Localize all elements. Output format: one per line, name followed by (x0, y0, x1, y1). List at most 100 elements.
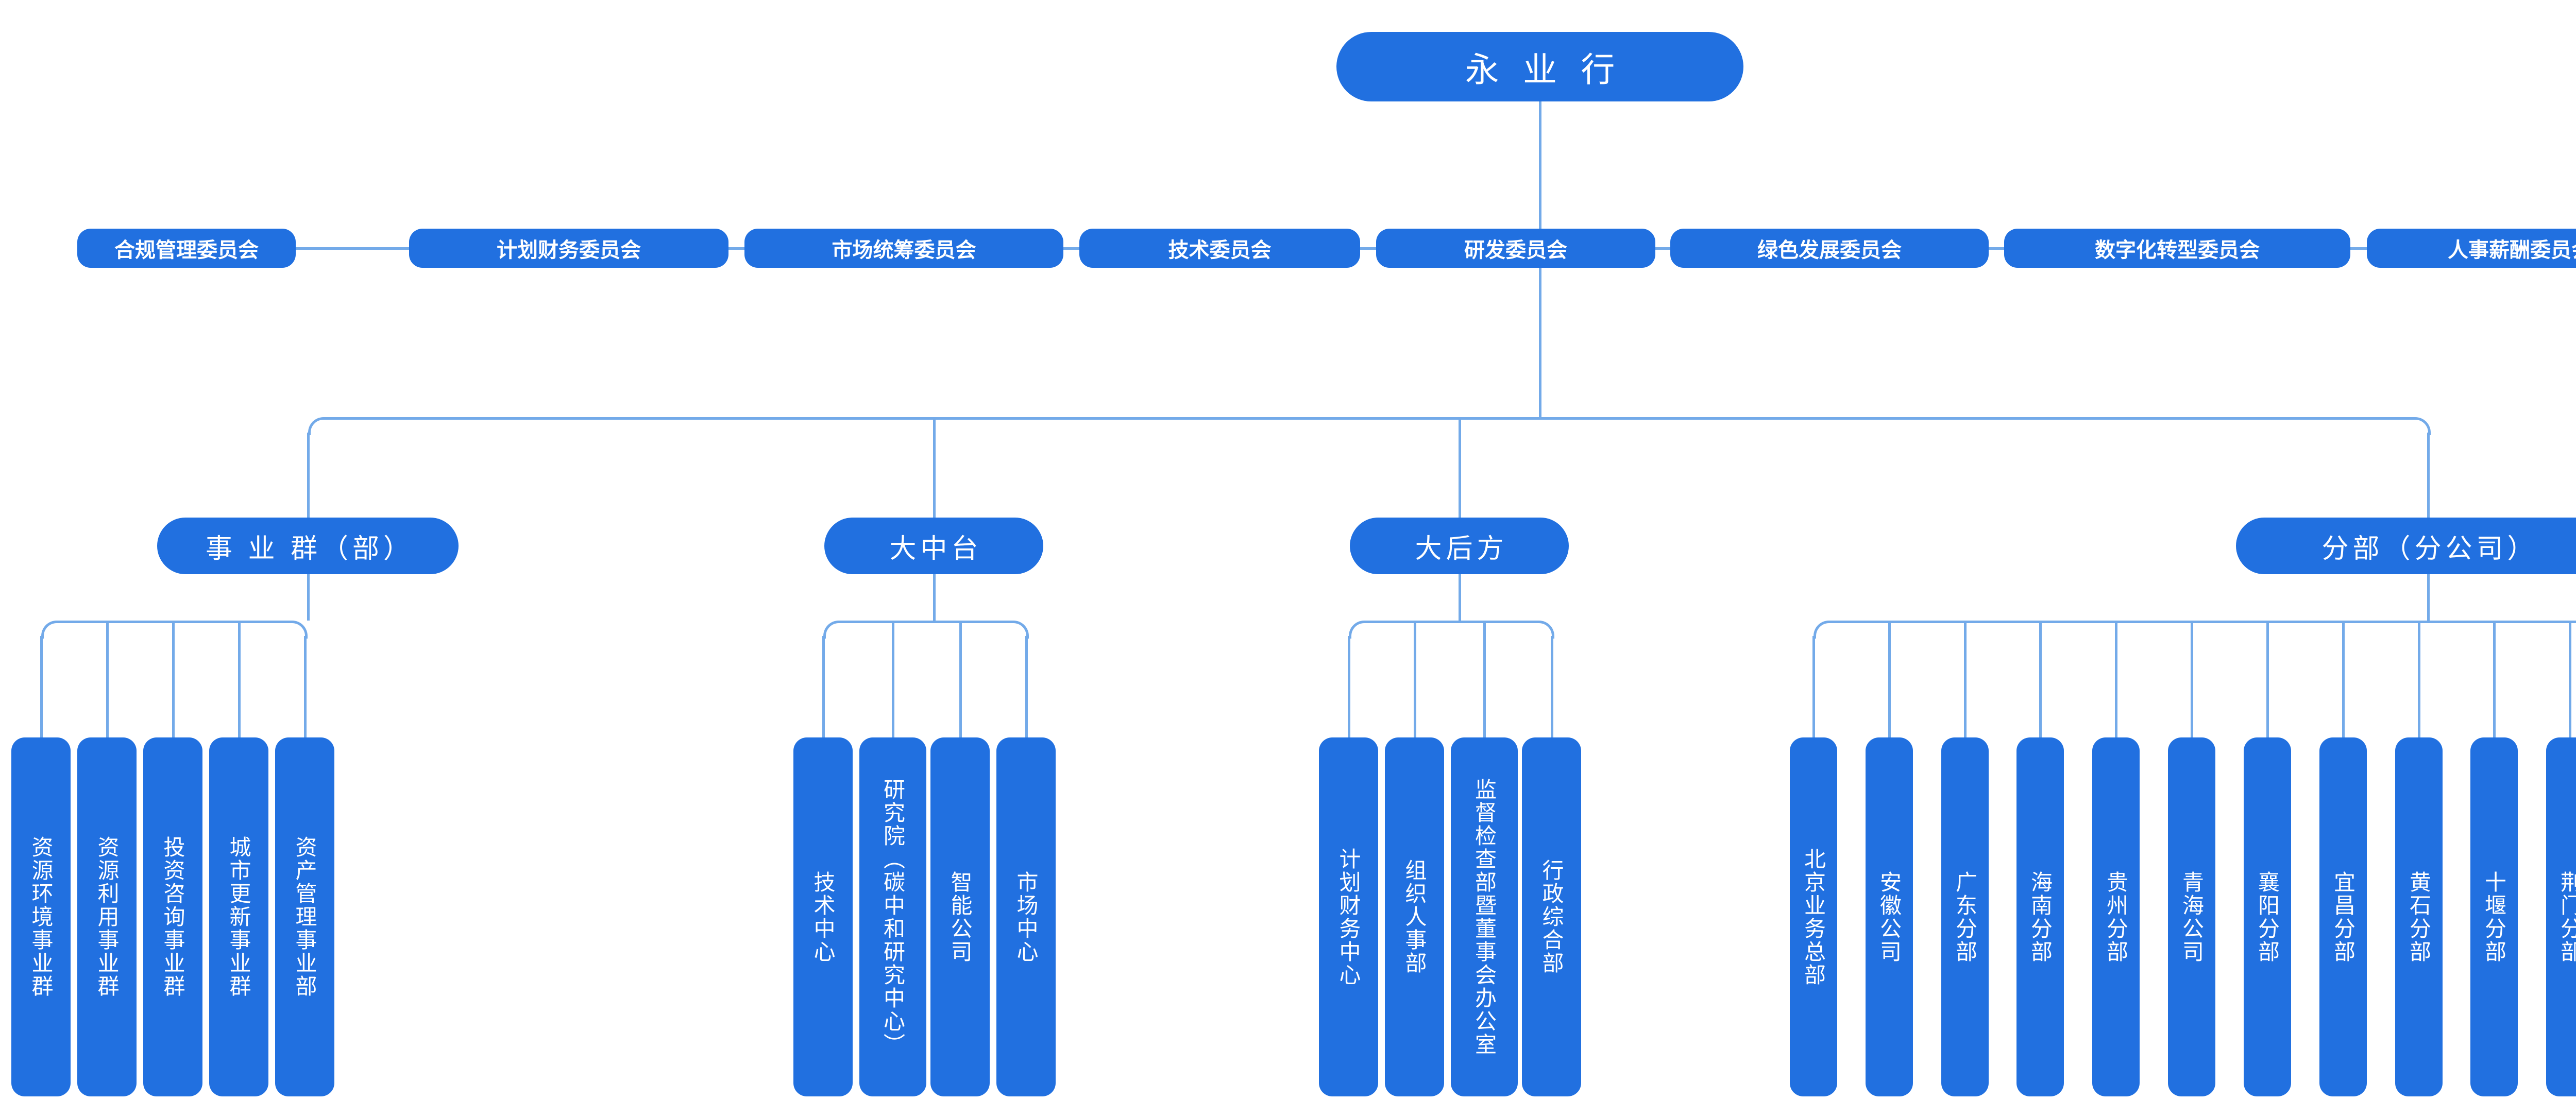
leaf-node-g4-2[interactable]: 安徽公司 (1866, 737, 1913, 1096)
leaf-node-g4-1-label: 北京业务总部 (1801, 847, 1826, 987)
group-node-1-label: 事 业 群（部） (206, 534, 414, 564)
connector-elbow (1010, 621, 1029, 639)
group-node-4[interactable]: 分部（分公司） (2236, 518, 2576, 574)
connector-level2-bus (323, 417, 2413, 420)
committee-8-label: 人事薪酬委员会 (2448, 239, 2576, 262)
leaf-node-g4-5-label: 贵州分部 (2104, 870, 2128, 964)
group-node-4-label: 分部（分公司） (2321, 534, 2538, 564)
connector-leaf-drop (2493, 621, 2496, 737)
connector-leaf-drop (822, 636, 825, 737)
connector-committee-link (1655, 247, 1670, 250)
connector-committee-link (296, 247, 409, 250)
group-node-1[interactable]: 事 业 群（部） (157, 518, 459, 574)
leaf-node-g3-4[interactable]: 行政综合部 (1522, 737, 1581, 1096)
leaf-node-g1-4-label: 城市更新事业群 (227, 836, 251, 998)
connector-leafbus-stem (307, 574, 310, 621)
connector-committee-link (2350, 247, 2367, 250)
leaf-node-g4-3[interactable]: 广东分部 (1941, 737, 1989, 1096)
leaf-node-g1-3-label: 投资咨询事业群 (161, 836, 185, 998)
leaf-node-g4-4-label: 海南分部 (2028, 870, 2053, 964)
connector-elbow (823, 621, 841, 639)
leaf-node-g1-5-label: 资产管理事业部 (293, 836, 317, 998)
connector-leaf-drop (892, 621, 894, 737)
connector-leaf-drop (40, 636, 43, 737)
leaf-node-g4-1[interactable]: 北京业务总部 (1790, 737, 1837, 1096)
leaf-node-g4-2-label: 安徽公司 (1877, 870, 1902, 964)
leaf-node-g4-8[interactable]: 宜昌分部 (2319, 737, 2367, 1096)
committee-1-label: 合规管理委员会 (114, 239, 259, 262)
connector-leaf-drop (2569, 621, 2571, 737)
connector-elbow (2412, 417, 2431, 435)
connector-leaf-drop (959, 621, 962, 737)
leaf-node-g2-2[interactable]: 研究院（碳中和研究中心） (859, 737, 926, 1096)
leaf-node-g4-6-label: 青海公司 (2179, 870, 2204, 964)
committee-5[interactable]: 研发委员会 (1376, 229, 1655, 268)
connector-leafbus-stem (933, 574, 936, 621)
connector-leaf-drop (2342, 621, 2345, 737)
leaf-node-g4-9[interactable]: 黄石分部 (2395, 737, 2443, 1096)
leaf-node-g1-4[interactable]: 城市更新事业群 (209, 737, 268, 1096)
connector-elbow (1536, 621, 1554, 639)
committee-3-label: 市场统筹委员会 (832, 239, 976, 262)
leaf-node-g1-1-label: 资源环境事业群 (29, 836, 54, 998)
leaf-node-g4-11[interactable]: 荆门分部 (2546, 737, 2576, 1096)
leaf-node-g4-10[interactable]: 十堰分部 (2470, 737, 2518, 1096)
connector-elbow (1814, 621, 1832, 639)
leaf-node-g2-1-label: 技术中心 (811, 870, 836, 964)
committee-4-label: 技术委员会 (1168, 239, 1272, 262)
leaf-node-g4-7-label: 襄阳分部 (2255, 870, 2280, 964)
root-node[interactable]: 永 业 行 (1336, 32, 1743, 101)
leaf-node-g1-1[interactable]: 资源环境事业群 (11, 737, 71, 1096)
connector-leaf-drop (1025, 636, 1028, 737)
committee-3[interactable]: 市场统筹委员会 (744, 229, 1063, 268)
connector-committee-link (728, 247, 744, 250)
committee-4[interactable]: 技术委员会 (1079, 229, 1360, 268)
leaf-node-g3-3[interactable]: 监督检查部暨董事会办公室 (1451, 737, 1518, 1096)
leaf-node-g1-3[interactable]: 投资咨询事业群 (143, 737, 202, 1096)
leaf-node-g2-1[interactable]: 技术中心 (793, 737, 853, 1096)
connector-leaf-drop (238, 621, 241, 737)
leaf-node-g4-7[interactable]: 襄阳分部 (2244, 737, 2291, 1096)
leaf-node-g2-3-label: 智能公司 (948, 870, 973, 964)
leaf-node-g1-5[interactable]: 资产管理事业部 (275, 737, 334, 1096)
committee-2[interactable]: 计划财务委员会 (409, 229, 728, 268)
connector-leaf-drop (1888, 621, 1891, 737)
group-node-2[interactable]: 大中台 (824, 518, 1043, 574)
committee-7-label: 数字化转型委员会 (2095, 239, 2260, 262)
leaf-node-g2-4[interactable]: 市场中心 (996, 737, 1056, 1096)
group-node-3[interactable]: 大后方 (1350, 518, 1569, 574)
leaf-node-g3-2[interactable]: 组织人事部 (1385, 737, 1444, 1096)
connector-committee-link (1360, 247, 1376, 250)
leaf-node-g3-1-label: 计划财务中心 (1336, 847, 1361, 987)
leaf-node-g2-2-label: 研究院（碳中和研究中心） (880, 778, 905, 1056)
connector-leaf-drop (1964, 621, 1967, 737)
committee-7[interactable]: 数字化转型委员会 (2004, 229, 2350, 268)
connector-elbow (308, 417, 326, 435)
connector-leaf-drop (303, 636, 307, 737)
leaf-node-g3-1[interactable]: 计划财务中心 (1319, 737, 1378, 1096)
committee-1[interactable]: 合规管理委员会 (77, 229, 296, 268)
connector-leaf-bus (1364, 621, 1536, 623)
leaf-node-g1-2[interactable]: 资源利用事业群 (77, 737, 137, 1096)
leaf-node-g4-6[interactable]: 青海公司 (2168, 737, 2215, 1096)
connector-leaf-drop (1347, 636, 1350, 737)
leaf-node-g4-4[interactable]: 海南分部 (2016, 737, 2064, 1096)
leaf-node-g4-10-label: 十堰分部 (2482, 870, 2506, 964)
committee-6[interactable]: 绿色发展委员会 (1670, 229, 1989, 268)
leaf-node-g2-3[interactable]: 智能公司 (930, 737, 990, 1096)
leaf-node-g3-4-label: 行政综合部 (1539, 859, 1564, 975)
connector-leaf-drop (172, 621, 175, 737)
root-node-label: 永 业 行 (1465, 50, 1622, 89)
connector-committee-link (1989, 247, 2004, 250)
connector-leaf-drop (1550, 636, 1553, 737)
leaf-node-g3-2-label: 组织人事部 (1402, 859, 1427, 975)
committee-8[interactable]: 人事薪酬委员会 (2367, 229, 2576, 268)
connector-leaf-drop (2266, 621, 2269, 737)
connector-elbow (1348, 621, 1367, 639)
leaf-node-g4-5[interactable]: 贵州分部 (2092, 737, 2140, 1096)
committee-5-label: 研发委员会 (1464, 239, 1567, 262)
connector-level2-stem (1539, 268, 1541, 417)
connector-group-drop (2427, 433, 2430, 518)
connector-leaf-drop (1413, 621, 1416, 737)
